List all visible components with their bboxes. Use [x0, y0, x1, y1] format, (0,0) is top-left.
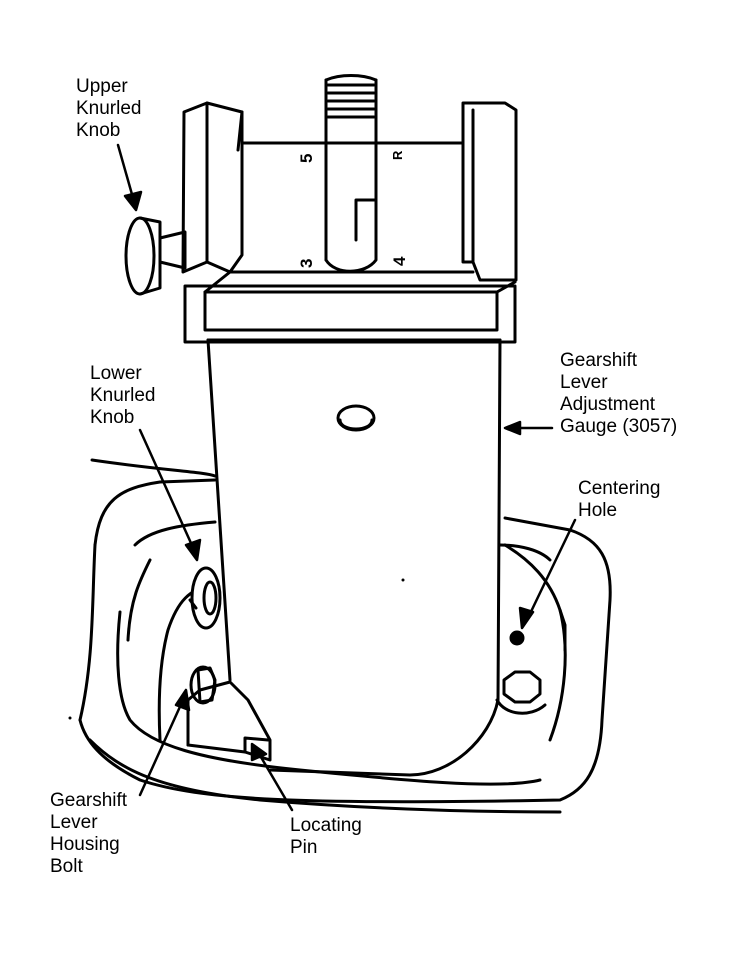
console-outline: [78, 458, 612, 814]
label-housing-bolt: Gearshift Lever Housing Bolt: [50, 790, 128, 877]
gauge-mark-5: 5: [297, 154, 316, 163]
gauge-mark-r: R: [390, 150, 405, 160]
gauge-mark-4: 4: [390, 256, 409, 266]
housing-bolt-right: [495, 670, 547, 715]
center-knurled-knob: [336, 404, 376, 432]
gauge-head: [181, 101, 518, 344]
shift-housing: [157, 543, 567, 742]
label-locating-pin: Locating Pin: [290, 815, 362, 858]
label-lower-knurled-knob: Lower Knurled Knob: [90, 363, 156, 428]
label-upper-knurled-knob: Upper Knurled Knob: [76, 76, 142, 141]
lower-knurled-knob: [188, 566, 222, 630]
gauge-body: [206, 338, 502, 777]
label-centering-hole: Centering Hole: [578, 478, 661, 521]
gauge-mark-3: 3: [297, 259, 316, 268]
upper-knurled-knob: [124, 216, 187, 296]
leader-arrows: [116, 143, 577, 812]
label-gauge: Gearshift Lever Adjustment Gauge (3057): [560, 350, 678, 437]
shift-lever: [324, 74, 378, 273]
housing-bolt-left: [189, 665, 217, 705]
centering-hole-dot: [509, 630, 525, 646]
